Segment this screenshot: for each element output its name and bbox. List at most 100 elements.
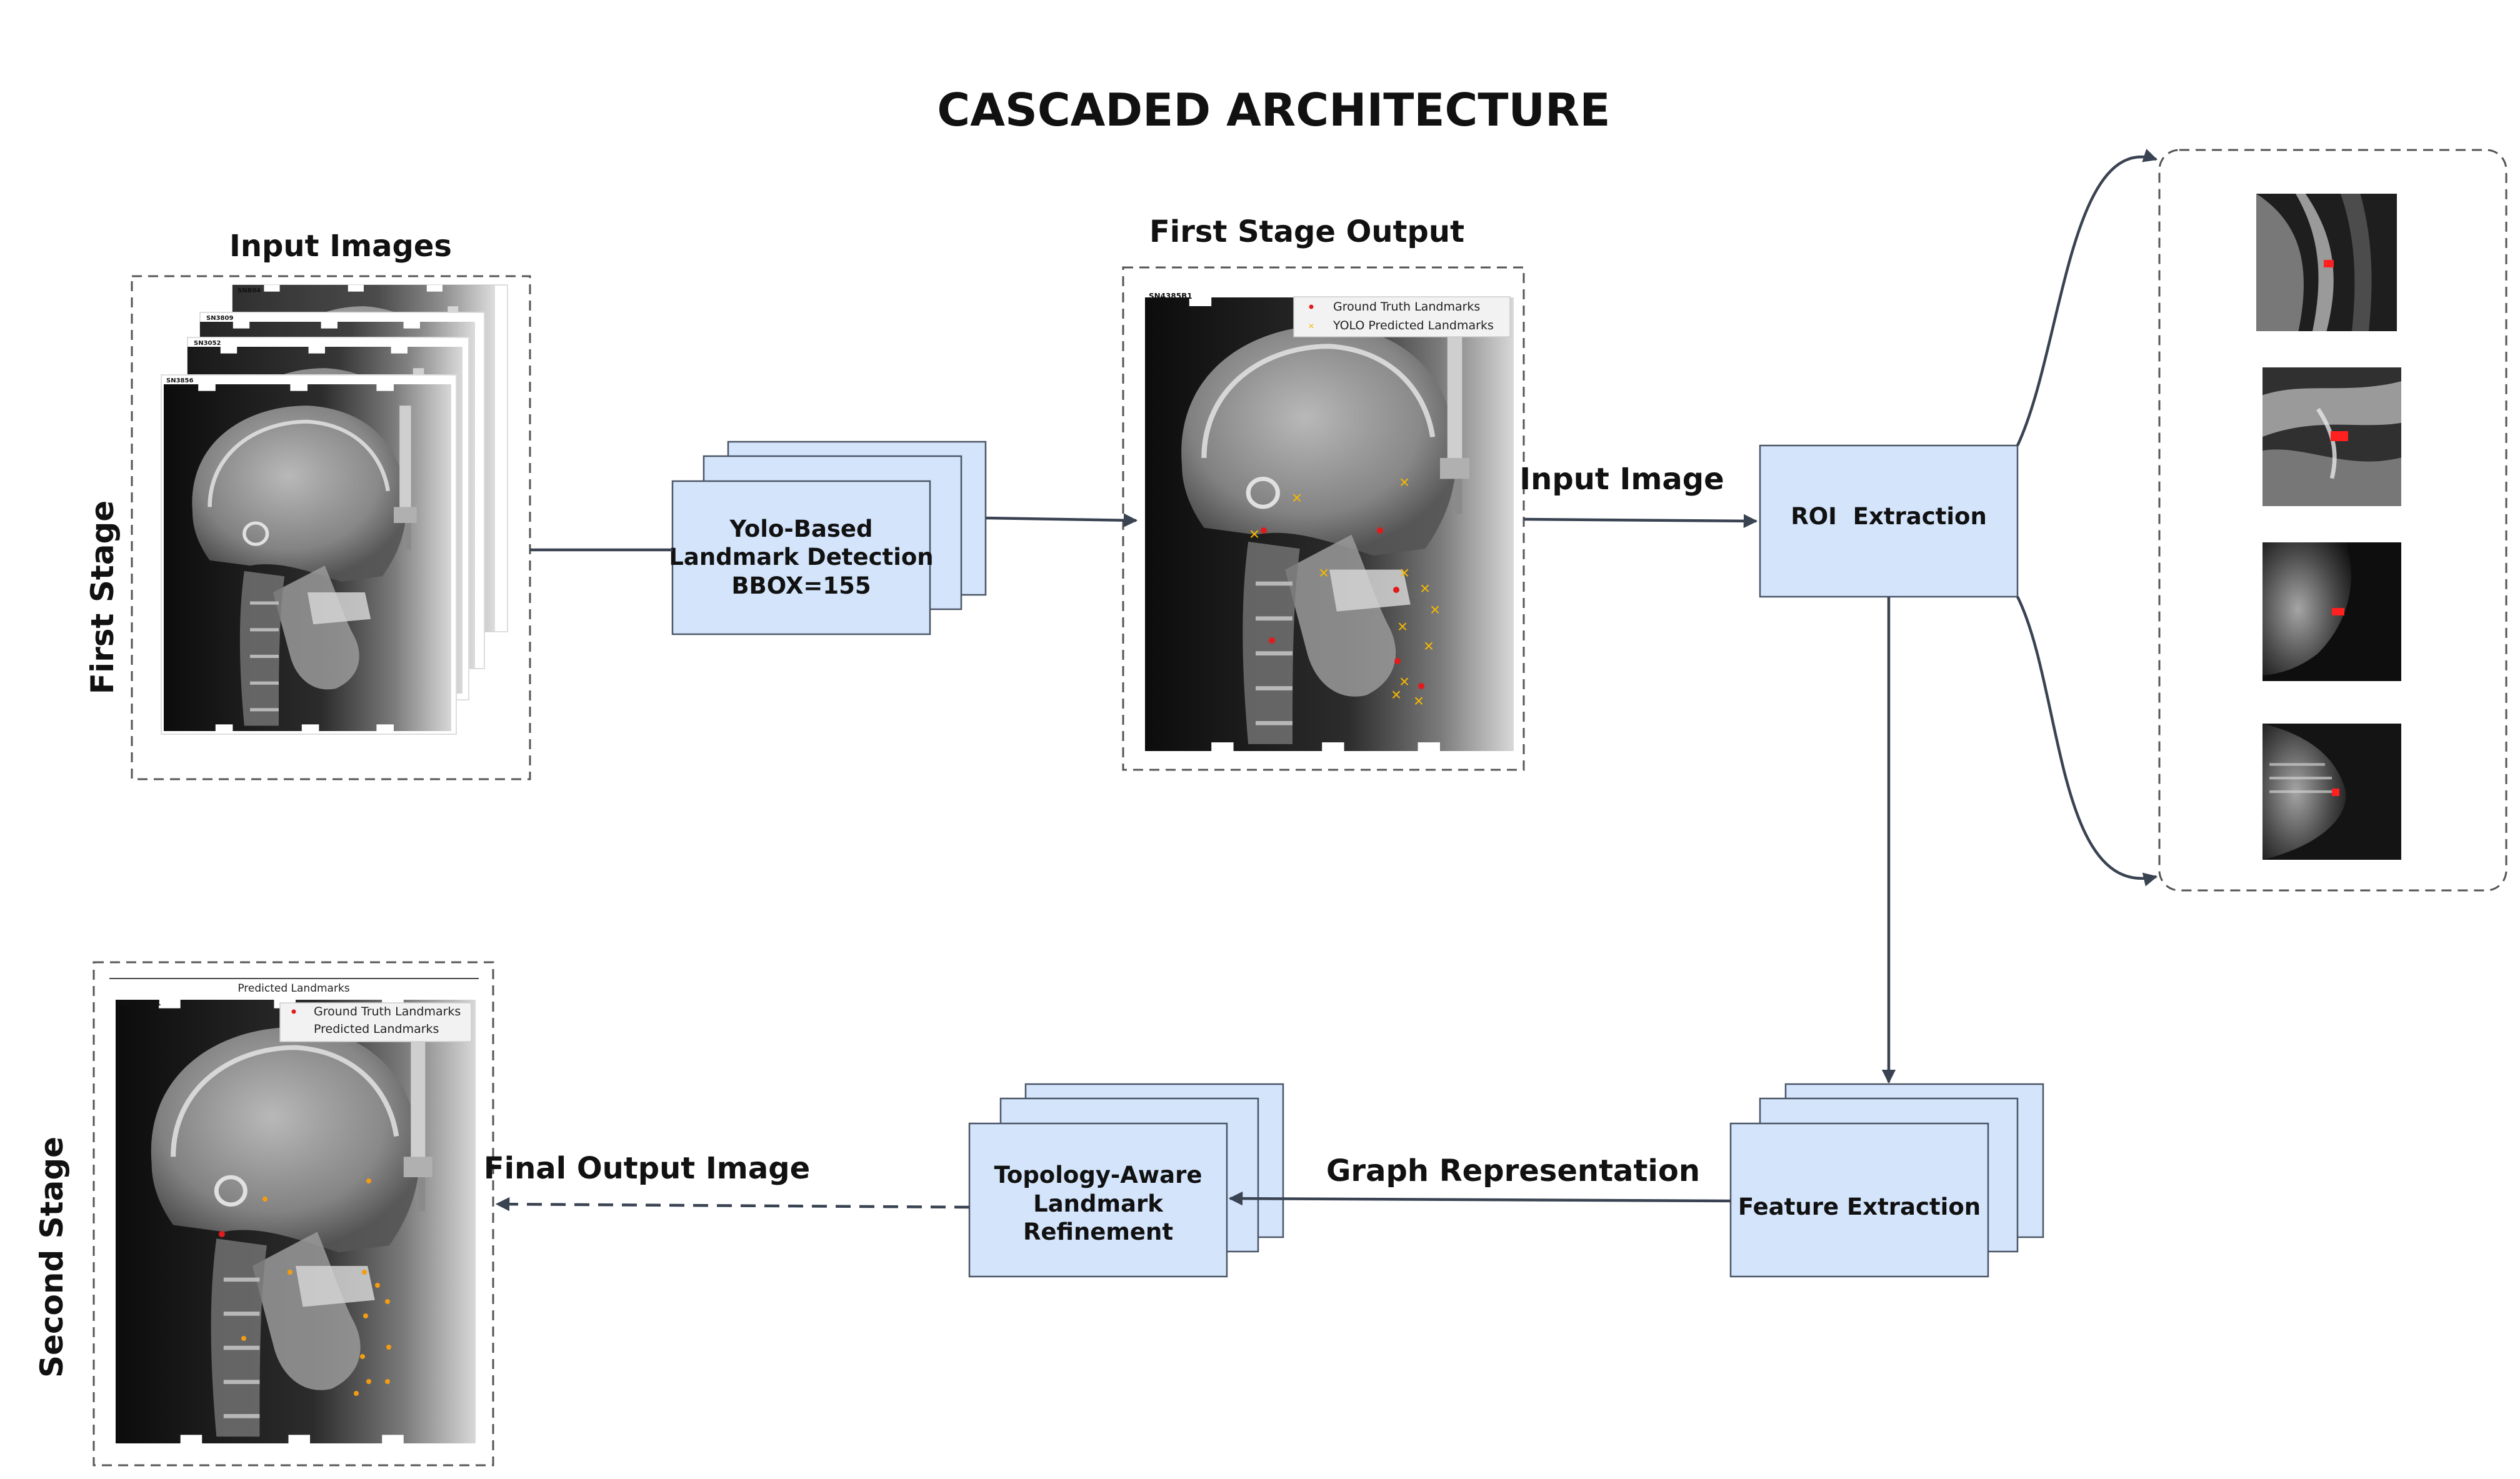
first-stage-output-frame (1122, 266, 1525, 771)
roi-crop-3-marker (2332, 608, 2344, 615)
final-landmark-11 (366, 1379, 371, 1384)
pred-landmark-1: × (1292, 488, 1302, 507)
input-images-panel: SNB04 SN3809 SN3052 SN3856 (131, 275, 531, 780)
connector-roi-to-crops-top (2016, 149, 2158, 446)
diagram-title: CASCADED ARCHITECTURE (937, 84, 1610, 136)
final-output-frame (92, 961, 494, 1467)
yolo-detection-box (671, 480, 931, 635)
gt-landmark-5 (1394, 658, 1401, 664)
final-output-landmarks (219, 1178, 391, 1396)
final-legend-predicted: Predicted Landmarks (314, 1022, 439, 1036)
final-output-title: Predicted Landmarks (238, 982, 349, 995)
final-landmark-2 (262, 1197, 268, 1202)
input-image-edge-label: Input Image (1519, 462, 1724, 497)
final-landmark-1 (219, 1231, 225, 1237)
input-image-3-id: SN3809 (206, 315, 233, 322)
pred-landmark-11: × (1391, 685, 1401, 704)
input-image-stack: SNB04 SN3809 SN3052 SN3856 (161, 284, 508, 735)
gt-landmark-4 (1269, 637, 1275, 644)
first-stage-landmarks: × × × × × × × × × × × × (1249, 472, 1440, 710)
pred-landmark-9: × (1424, 636, 1434, 655)
yolo-predicted-marker-icon: × (1308, 321, 1314, 332)
final-landmark-7 (385, 1299, 390, 1304)
ground-truth-marker-icon (1309, 304, 1314, 309)
connectors (495, 149, 2158, 1212)
input-image-4-id: SNB04 (238, 287, 261, 294)
final-landmark-13 (354, 1391, 359, 1396)
roi-crop-4 (2262, 724, 2401, 860)
final-gt-marker-icon (291, 1009, 296, 1014)
pred-landmark-3: × (1249, 524, 1259, 544)
yolo-detection-module: Yolo-Based Landmark Detection BBOX=155 (669, 441, 987, 635)
final-landmark-9 (386, 1345, 391, 1350)
topology-box-line-2: Landmark (1033, 1190, 1164, 1217)
final-landmark-4 (288, 1270, 292, 1275)
final-legend-ground-truth: Ground Truth Landmarks (314, 1005, 461, 1018)
input-images-label: Input Images (229, 229, 452, 264)
topology-refinement-box (968, 1122, 1228, 1278)
connector-feature-to-topology (1228, 1191, 1731, 1206)
topology-refinement-module: Topology-Aware Landmark Refinement (968, 1083, 1284, 1278)
pred-landmark-8: × (1398, 617, 1408, 636)
roi-crop-1-marker (2324, 260, 2334, 267)
final-output-xray (116, 1000, 476, 1443)
legend-yolo-predicted: YOLO Predicted Landmarks (1332, 319, 1494, 332)
pred-landmark-2: × (1399, 472, 1409, 492)
input-image-1-id: SN3856 (166, 377, 193, 384)
roi-crop-1 (2256, 194, 2397, 331)
first-stage-legend: Ground Truth Landmarks × YOLO Predicted … (1293, 296, 1511, 337)
connector-yolo-to-output (985, 513, 1138, 527)
yolo-box-line-2: Landmark Detection (669, 544, 933, 570)
roi-crop-2-marker (2331, 431, 2348, 441)
pred-landmark-6: × (1420, 579, 1430, 598)
final-output-id: SN4385B1 (118, 998, 161, 1007)
final-output-legend: Ground Truth Landmarks Predicted Landmar… (279, 1002, 472, 1042)
final-landmark-5 (362, 1270, 367, 1275)
final-landmark-3 (366, 1178, 371, 1183)
legend-ground-truth: Ground Truth Landmarks (1333, 300, 1480, 314)
final-landmark-6 (375, 1283, 380, 1288)
feature-extraction-module: Feature Extraction (1729, 1083, 2044, 1278)
pred-landmark-5: × (1399, 563, 1409, 582)
roi-extraction-box (1759, 444, 2019, 598)
gt-landmark-1 (1261, 527, 1267, 534)
gt-landmark-2 (1377, 527, 1383, 534)
final-output-panel: Predicted Landmarks SN4385B1 Ground Trut… (92, 961, 494, 1467)
final-landmark-14 (241, 1336, 246, 1341)
first-stage-output-label: First Stage Output (1149, 214, 1464, 249)
roi-crop-4-marker (2332, 789, 2339, 796)
roi-extraction-label: ROI Extraction (1791, 503, 1987, 530)
yolo-box-line-3: BBOX=155 (731, 572, 871, 599)
roi-crops-panel (2158, 149, 2508, 892)
roi-crops-frame (2158, 149, 2508, 892)
pred-landmark-7: × (1430, 600, 1440, 619)
first-stage-output-id: SN4385B1 (1149, 292, 1192, 301)
yolo-box-line-1: Yolo-Based (729, 515, 872, 542)
connector-topology-to-final (495, 1197, 970, 1212)
second-stage-label: Second Stage (34, 1137, 70, 1378)
gt-landmark-3 (1393, 587, 1399, 593)
pred-landmark-12: × (1414, 691, 1424, 710)
topology-box-line-1: Topology-Aware (994, 1162, 1202, 1188)
first-stage-output-xray (1145, 297, 1514, 751)
graph-representation-edge-label: Graph Representation (1326, 1153, 1700, 1188)
feature-extraction-label: Feature Extraction (1738, 1193, 1981, 1220)
input-image-1: SN3856 (161, 374, 457, 735)
gt-landmark-6 (1418, 683, 1424, 689)
first-stage-output-panel: SN4385B1 Ground Truth Landmarks × YOLO P… (1122, 266, 1525, 771)
input-images-frame (131, 275, 531, 780)
pred-landmark-4: × (1319, 563, 1329, 582)
roi-crop-3 (2262, 542, 2401, 681)
roi-extraction-module: ROI Extraction (1759, 444, 2019, 598)
topology-box-line-3: Refinement (1023, 1218, 1173, 1245)
input-image-2-id: SN3052 (194, 340, 221, 347)
final-landmark-10 (360, 1354, 365, 1359)
connector-output-to-roi (1523, 514, 1758, 529)
first-stage-label: First Stage (84, 500, 121, 694)
final-landmark-12 (385, 1379, 390, 1384)
final-landmark-8 (363, 1313, 368, 1318)
pred-landmark-10: × (1399, 672, 1409, 691)
roi-crop-2 (2262, 367, 2401, 506)
final-output-image-edge-label: Final Output Image (484, 1151, 810, 1186)
